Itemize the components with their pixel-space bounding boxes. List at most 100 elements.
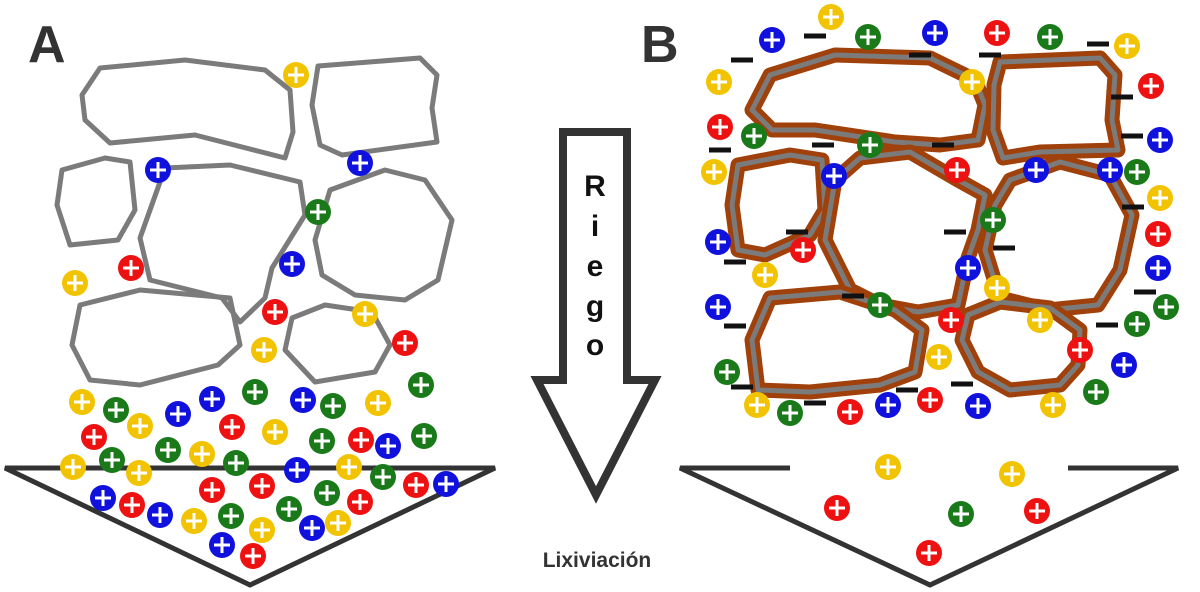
cation-red bbox=[916, 540, 942, 566]
cation-green bbox=[309, 428, 335, 454]
cation-blue bbox=[299, 515, 325, 541]
anion-charge bbox=[909, 52, 931, 58]
anion-layer bbox=[709, 33, 1156, 406]
anion-charge bbox=[804, 400, 826, 406]
cation-yellow bbox=[1040, 392, 1066, 418]
anion-charge bbox=[1096, 322, 1118, 328]
cation-blue bbox=[284, 457, 310, 483]
cation-red bbox=[348, 427, 374, 453]
anion-charge bbox=[993, 245, 1015, 251]
cation-green bbox=[1083, 379, 1109, 405]
cation-red bbox=[249, 473, 275, 499]
cation-yellow bbox=[984, 275, 1010, 301]
cation-red bbox=[81, 424, 107, 450]
anion-charge bbox=[979, 52, 1001, 58]
anion-charge bbox=[842, 293, 864, 299]
cation-blue bbox=[1145, 255, 1171, 281]
cation-blue bbox=[199, 386, 225, 412]
cation-green bbox=[1037, 24, 1063, 50]
cation-green bbox=[370, 464, 396, 490]
cation-red bbox=[837, 399, 863, 425]
anion-charge bbox=[1122, 204, 1144, 210]
cation-green bbox=[1124, 311, 1150, 337]
cation-green bbox=[276, 496, 302, 522]
coated-grain bbox=[985, 50, 1126, 166]
cation-blue bbox=[165, 401, 191, 427]
cation-yellow bbox=[959, 69, 985, 95]
grain bbox=[309, 55, 440, 158]
cation-yellow bbox=[926, 344, 952, 370]
cation-yellow bbox=[249, 517, 275, 543]
cation-green bbox=[857, 132, 883, 158]
cation-green bbox=[777, 400, 803, 426]
cation-blue bbox=[290, 387, 316, 413]
anion-charge bbox=[1111, 94, 1133, 100]
anion-charge bbox=[932, 142, 954, 148]
cation-yellow bbox=[365, 390, 391, 416]
cation-yellow bbox=[262, 419, 288, 445]
cation-yellow bbox=[875, 454, 901, 480]
anion-charge bbox=[731, 384, 753, 390]
cation-red bbox=[262, 299, 288, 325]
anion-charge bbox=[1121, 133, 1143, 139]
cation-green bbox=[242, 379, 268, 405]
cation-yellow bbox=[189, 441, 215, 467]
cation-green bbox=[218, 503, 244, 529]
cation-red bbox=[938, 307, 964, 333]
grain bbox=[69, 287, 243, 388]
cation-green bbox=[741, 123, 767, 149]
cation-green bbox=[980, 207, 1006, 233]
cation-layer bbox=[60, 4, 1179, 569]
cation-blue bbox=[955, 255, 981, 281]
cation-blue bbox=[705, 294, 731, 320]
cation-yellow bbox=[181, 508, 207, 534]
cation-green bbox=[223, 450, 249, 476]
anion-charge bbox=[724, 323, 746, 329]
anion-charge bbox=[724, 259, 746, 265]
cation-blue bbox=[147, 502, 173, 528]
cation-green bbox=[305, 199, 331, 225]
cation-blue bbox=[1111, 352, 1137, 378]
cation-red bbox=[347, 489, 373, 515]
cation-yellow bbox=[744, 392, 770, 418]
arrow-letter: R bbox=[584, 170, 606, 203]
arrow-letter: o bbox=[586, 329, 604, 362]
cation-yellow bbox=[1147, 185, 1173, 211]
cation-yellow bbox=[752, 262, 778, 288]
cation-blue bbox=[209, 532, 235, 558]
cation-red bbox=[1024, 498, 1050, 524]
grain bbox=[137, 162, 308, 325]
leaching-caption: Lixiviación bbox=[543, 549, 652, 572]
cation-red bbox=[118, 255, 144, 281]
grain bbox=[79, 57, 296, 161]
grain bbox=[54, 155, 138, 248]
cation-red bbox=[824, 495, 850, 521]
cation-yellow bbox=[251, 337, 277, 363]
anion-charge bbox=[896, 387, 918, 393]
cation-blue bbox=[375, 433, 401, 459]
cation-yellow bbox=[60, 454, 86, 480]
cation-red bbox=[240, 543, 266, 569]
cation-blue bbox=[347, 150, 373, 176]
cation-blue bbox=[821, 163, 847, 189]
grain bbox=[282, 302, 393, 385]
cation-yellow bbox=[325, 510, 351, 536]
cation-blue bbox=[279, 251, 305, 277]
cation-yellow bbox=[352, 301, 378, 327]
cation-blue bbox=[875, 392, 901, 418]
cation-red bbox=[984, 20, 1010, 46]
arrow-letter: e bbox=[587, 250, 604, 283]
cation-yellow bbox=[336, 454, 362, 480]
anion-charge bbox=[951, 381, 973, 387]
anion-charge bbox=[731, 57, 753, 63]
cation-green bbox=[1124, 159, 1150, 185]
grain bbox=[312, 167, 455, 303]
cation-blue bbox=[433, 471, 459, 497]
cation-yellow bbox=[1114, 33, 1140, 59]
cation-yellow bbox=[127, 413, 153, 439]
cation-red bbox=[707, 114, 733, 140]
anion-charge bbox=[1087, 41, 1109, 47]
cation-green bbox=[408, 372, 434, 398]
cation-yellow bbox=[283, 62, 309, 88]
